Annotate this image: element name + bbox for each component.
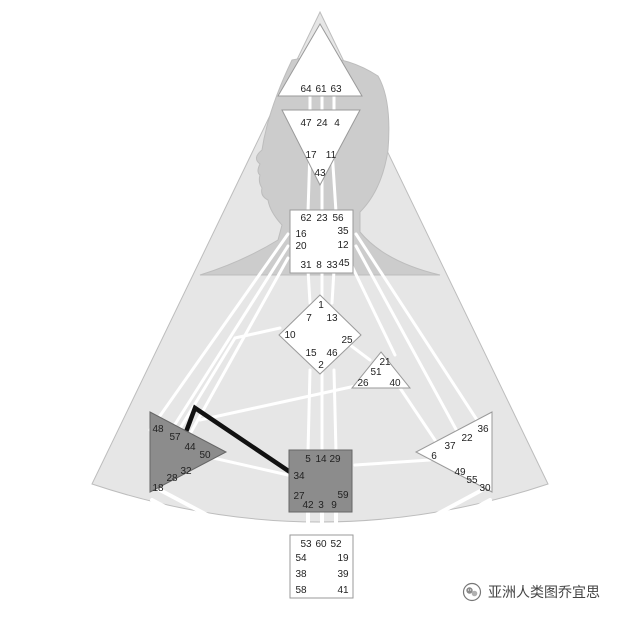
gate-label: 30 bbox=[479, 483, 491, 494]
gate-label: 13 bbox=[326, 313, 338, 324]
gate-label: 20 bbox=[295, 241, 307, 252]
gate-label: 64 bbox=[300, 84, 312, 95]
gate-label: 51 bbox=[370, 367, 382, 378]
gate-label: 14 bbox=[315, 454, 327, 465]
gate-label: 3 bbox=[318, 500, 324, 511]
gate-label: 33 bbox=[326, 260, 338, 271]
watermark-text: 亚洲人类图乔宜思 bbox=[488, 582, 600, 602]
wechat-logo-icon bbox=[462, 582, 482, 602]
gate-label: 32 bbox=[180, 466, 192, 477]
gate-label: 23 bbox=[316, 213, 328, 224]
gate-label: 37 bbox=[444, 441, 456, 452]
gate-label: 7 bbox=[306, 313, 312, 324]
gate-label: 36 bbox=[477, 424, 489, 435]
gate-label: 52 bbox=[330, 539, 342, 550]
gate-label: 15 bbox=[305, 348, 317, 359]
gate-label: 31 bbox=[300, 260, 312, 271]
gate-label: 59 bbox=[337, 490, 349, 501]
gate-label: 12 bbox=[337, 240, 349, 251]
gate-label: 60 bbox=[315, 539, 327, 550]
gate-label: 35 bbox=[337, 226, 349, 237]
gate-label: 42 bbox=[302, 500, 314, 511]
channel-line bbox=[308, 370, 310, 452]
gate-label: 40 bbox=[389, 378, 401, 389]
gate-label: 28 bbox=[166, 473, 178, 484]
gate-label: 54 bbox=[295, 553, 307, 564]
gate-label: 39 bbox=[337, 569, 349, 580]
gate-label: 49 bbox=[454, 467, 466, 478]
gate-label: 8 bbox=[316, 260, 322, 271]
gate-label: 2 bbox=[318, 360, 324, 371]
gate-label: 45 bbox=[338, 258, 350, 269]
gate-label: 61 bbox=[315, 84, 327, 95]
watermark: 亚洲人类图乔宜思 bbox=[462, 580, 600, 604]
gate-label: 6 bbox=[431, 451, 437, 462]
gate-label: 38 bbox=[295, 569, 307, 580]
gate-label: 53 bbox=[300, 539, 312, 550]
gate-label: 26 bbox=[357, 378, 369, 389]
gate-label: 48 bbox=[152, 424, 164, 435]
gate-label: 50 bbox=[199, 450, 211, 461]
gate-label: 17 bbox=[305, 150, 317, 161]
gate-label: 19 bbox=[337, 553, 349, 564]
gate-label: 58 bbox=[295, 585, 307, 596]
gate-label: 10 bbox=[284, 330, 296, 341]
gate-label: 55 bbox=[466, 475, 478, 486]
gate-label: 25 bbox=[341, 335, 353, 346]
channel-line bbox=[308, 270, 310, 303]
gate-label: 46 bbox=[326, 348, 338, 359]
gate-label: 62 bbox=[300, 213, 312, 224]
gate-label: 44 bbox=[184, 442, 196, 453]
gate-label: 11 bbox=[326, 150, 337, 161]
gate-label: 63 bbox=[330, 84, 342, 95]
gate-label: 57 bbox=[169, 432, 181, 443]
gate-label: 47 bbox=[300, 118, 312, 129]
gate-label: 22 bbox=[461, 433, 473, 444]
gate-label: 4 bbox=[334, 118, 340, 129]
gate-label: 41 bbox=[337, 585, 349, 596]
gate-label: 16 bbox=[295, 229, 307, 240]
gate-label: 9 bbox=[331, 500, 337, 511]
gate-label: 1 bbox=[318, 300, 324, 311]
gate-label: 34 bbox=[293, 471, 305, 482]
channel-line bbox=[332, 270, 334, 303]
gate-label: 56 bbox=[332, 213, 344, 224]
gate-label: 5 bbox=[305, 454, 311, 465]
channel-line bbox=[334, 370, 336, 452]
gate-label: 18 bbox=[152, 483, 164, 494]
gate-label: 29 bbox=[329, 454, 341, 465]
gate-label: 43 bbox=[314, 168, 326, 179]
gate-label: 24 bbox=[316, 118, 328, 129]
